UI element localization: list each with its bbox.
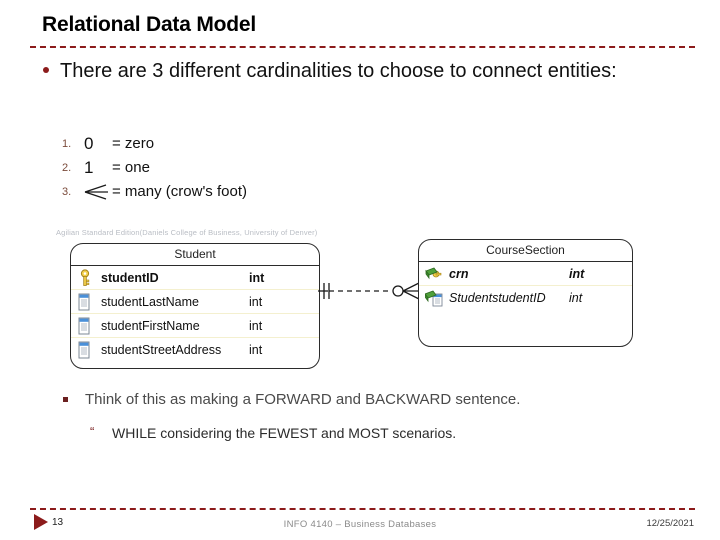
- table-row: studentLastName int: [71, 290, 319, 314]
- quote-bullet-icon: “: [90, 424, 95, 439]
- table-row: crn int: [419, 262, 632, 286]
- list-item: 2. 1 = one: [62, 155, 462, 179]
- footer-date: 12/25/2021: [646, 518, 694, 529]
- triangle-icon: [34, 514, 48, 530]
- key-icon: [77, 268, 95, 287]
- main-bullet-text: There are 3 different cardinalities to c…: [60, 60, 617, 82]
- attribute-type: int: [249, 318, 263, 333]
- diagram-watermark: Agilian Standard Edition(Daniels College…: [56, 228, 318, 237]
- attribute-name: studentFirstName: [101, 318, 200, 333]
- attribute-name: studentLastName: [101, 294, 199, 309]
- attribute-type: int: [249, 270, 265, 285]
- foreign-column-icon: [424, 289, 443, 307]
- secondary-bullet-text: Think of this as making a FORWARD and BA…: [85, 391, 521, 408]
- title-divider: [30, 46, 695, 48]
- table-row: studentFirstName int: [71, 314, 319, 338]
- attribute-name: crn: [449, 266, 469, 281]
- entity-coursesection: CourseSection crn int: [418, 239, 633, 347]
- list-item-symbol: 1: [84, 158, 94, 177]
- list-item-text: = zero: [112, 135, 155, 152]
- list-item-number: 2.: [62, 162, 72, 174]
- main-bullet: There are 3 different cardinalities to c…: [40, 59, 660, 85]
- list-item-number: 3.: [62, 186, 72, 198]
- column-icon: [77, 293, 95, 311]
- table-row: studentID int: [71, 266, 319, 290]
- list-item-symbol: 0: [84, 134, 94, 153]
- attribute-name: StudentstudentID: [449, 291, 546, 305]
- er-diagram: Agilian Standard Edition(Daniels College…: [0, 225, 720, 375]
- attribute-name: studentID: [101, 270, 159, 285]
- list-item-text: = one: [112, 159, 150, 176]
- tertiary-bullet-text: WHILE considering the FEWEST and MOST sc…: [112, 425, 457, 441]
- secondary-bullet: Think of this as making a FORWARD and BA…: [63, 390, 703, 410]
- entity-student: Student studentID int: [70, 243, 320, 369]
- cardinality-list: 1. 0 = zero 2. 1 = one 3. = many (crow's…: [62, 131, 462, 203]
- tertiary-bullet: “ WHILE considering the FEWEST and MOST …: [90, 424, 690, 442]
- attribute-name: studentStreetAddress: [101, 343, 222, 357]
- list-item-number: 1.: [62, 138, 72, 150]
- foreign-key-icon: [425, 265, 443, 283]
- list-item: 3. = many (crow's foot): [62, 179, 462, 203]
- column-icon: [77, 317, 95, 335]
- attribute-type: int: [249, 343, 263, 357]
- footer-divider: [30, 508, 695, 510]
- table-row: studentStreetAddress int: [71, 338, 319, 362]
- slide-number: 13: [52, 517, 64, 528]
- list-item-text: = many (crow's foot): [112, 183, 247, 200]
- table-row: StudentstudentID int: [419, 286, 632, 310]
- column-icon: [77, 341, 95, 359]
- attribute-type: int: [249, 294, 263, 309]
- round-bullet-icon: [40, 59, 60, 73]
- entity-title: CourseSection: [419, 240, 632, 262]
- page-title: Relational Data Model: [42, 13, 257, 36]
- entity-title: Student: [71, 244, 319, 266]
- square-bullet-icon: [63, 390, 85, 402]
- relationship-connector: [318, 277, 422, 305]
- attribute-type: int: [569, 266, 585, 281]
- attribute-type: int: [569, 291, 583, 305]
- footer-course-label: INFO 4140 – Business Databases: [283, 519, 437, 530]
- crows-foot-icon: [84, 181, 112, 203]
- list-item: 1. 0 = zero: [62, 131, 462, 155]
